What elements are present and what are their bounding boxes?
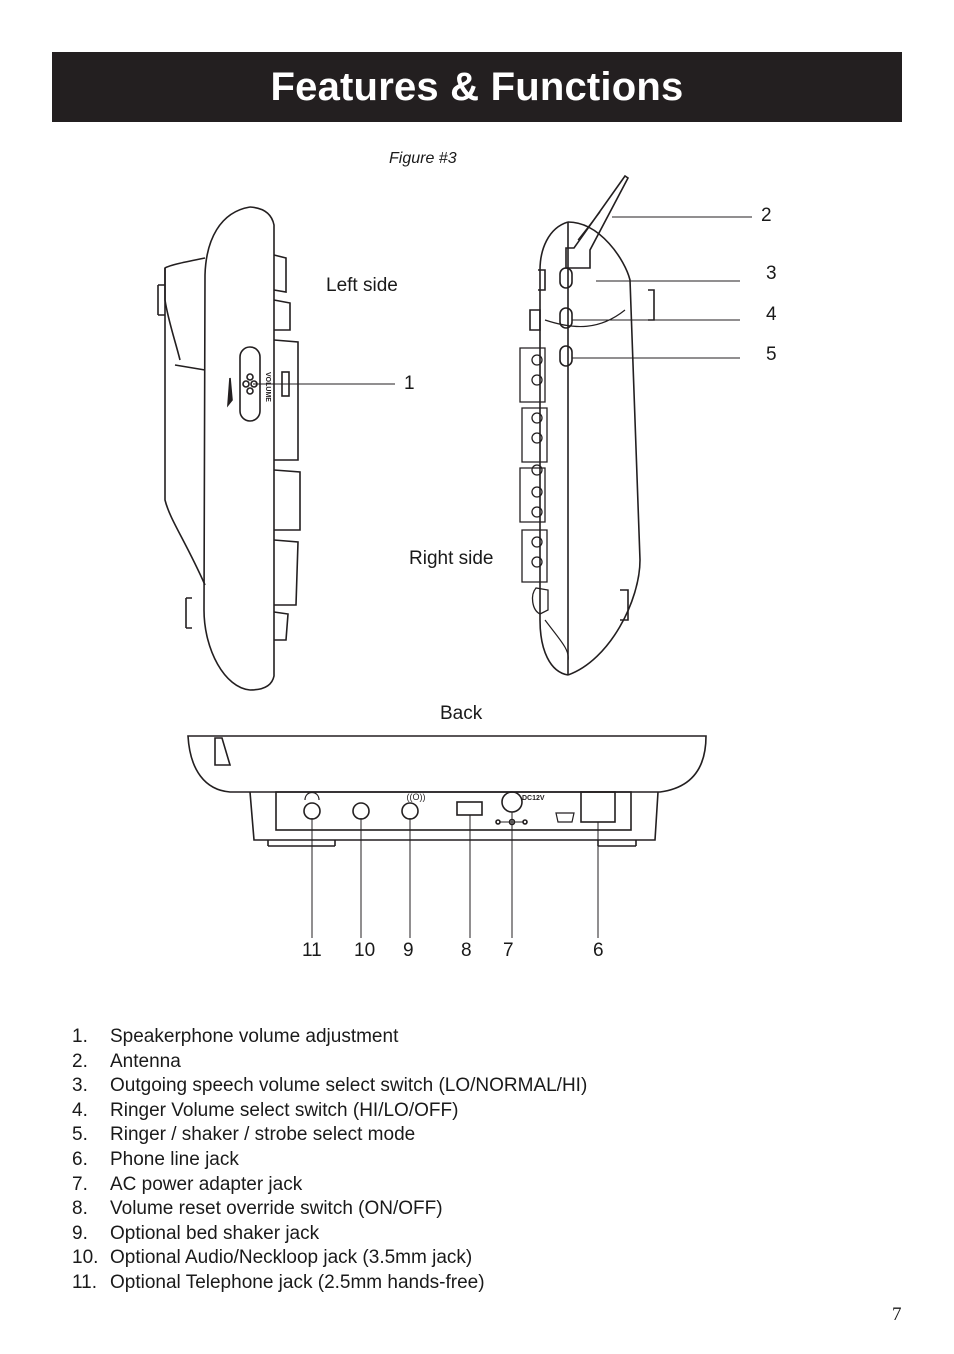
figure-caption: Figure #3: [389, 150, 457, 167]
list-item: 6. Phone line jack: [72, 1148, 587, 1173]
list-item: 1. Speakerphone volume adjustment: [72, 1025, 587, 1050]
item-text: Optional bed shaker jack: [110, 1222, 320, 1244]
item-text: Antenna: [110, 1050, 181, 1072]
item-number: 2.: [72, 1050, 88, 1072]
shaker-jack-glyph: ((O)): [407, 792, 426, 802]
callout-11: 11: [302, 940, 322, 961]
callout-9: 9: [403, 940, 414, 961]
dc12v-marking: DC12V: [522, 795, 545, 802]
item-number: 3.: [72, 1075, 88, 1097]
item-number: 4.: [72, 1099, 88, 1121]
item-text: Optional Telephone jack (2.5mm hands-fre…: [110, 1271, 485, 1293]
item-number: 7.: [72, 1173, 88, 1195]
volume-marking: VOLUME: [264, 372, 271, 402]
callout-4: 4: [766, 304, 777, 325]
item-number: 6.: [72, 1148, 88, 1170]
item-text: Outgoing speech volume select switch (LO…: [110, 1075, 588, 1097]
page-number: 7: [892, 1304, 902, 1325]
item-text: Volume reset override switch (ON/OFF): [110, 1198, 443, 1220]
page-title: Features & Functions: [270, 64, 684, 109]
left-side-label: Left side: [326, 275, 398, 296]
right-side-view: [519, 174, 752, 676]
list-item: 8. Volume reset override switch (ON/OFF): [72, 1197, 587, 1222]
feature-list: 1. Speakerphone volume adjustment 2. Anten…: [72, 1025, 587, 1296]
item-number: 11.: [72, 1271, 98, 1293]
item-number: 8.: [72, 1198, 88, 1220]
callout-1: 1: [404, 373, 415, 394]
back-label: Back: [440, 703, 483, 724]
left-side-view: [157, 206, 395, 691]
item-text: Optional Audio/Neckloop jack (3.5mm jack…: [110, 1247, 473, 1269]
callout-2: 2: [761, 205, 772, 226]
callout-3: 3: [766, 263, 777, 284]
item-number: 1.: [72, 1026, 88, 1047]
item-text: Phone line jack: [110, 1148, 239, 1170]
item-number: 9.: [72, 1222, 88, 1244]
list-item: 10. Optional Audio/Neckloop jack (3.5mm j…: [72, 1246, 587, 1271]
list-item: 9. Optional bed shaker jack: [72, 1222, 587, 1247]
back-view: [187, 735, 707, 938]
callout-10: 10: [354, 940, 376, 961]
callout-8: 8: [461, 940, 472, 961]
list-item: 2. Antenna: [72, 1050, 587, 1075]
item-text: Speakerphone volume adjustment: [110, 1026, 399, 1047]
right-side-label: Right side: [409, 548, 494, 569]
list-item: 5. Ringer / shaker / strobe select mode: [72, 1123, 587, 1148]
list-item: 11. Optional Telephone jack (2.5mm hands-…: [72, 1271, 587, 1296]
item-number: 10.: [72, 1247, 99, 1269]
callout-6: 6: [593, 940, 604, 961]
item-text: Ringer / shaker / strobe select mode: [110, 1124, 416, 1146]
callout-7: 7: [503, 940, 514, 961]
item-number: 5.: [72, 1124, 88, 1146]
item-text: AC power adapter jack: [110, 1173, 303, 1195]
list-item: 7. AC power adapter jack: [72, 1173, 587, 1198]
header-bar: Features & Functions: [52, 52, 902, 122]
list-item: 3. Outgoing speech volume select switch (…: [72, 1074, 587, 1099]
callout-5: 5: [766, 344, 777, 365]
item-text: Ringer Volume select switch (HI/LO/OFF): [110, 1099, 459, 1121]
list-item: 4. Ringer Volume select switch (HI/LO/OFF…: [72, 1099, 587, 1124]
